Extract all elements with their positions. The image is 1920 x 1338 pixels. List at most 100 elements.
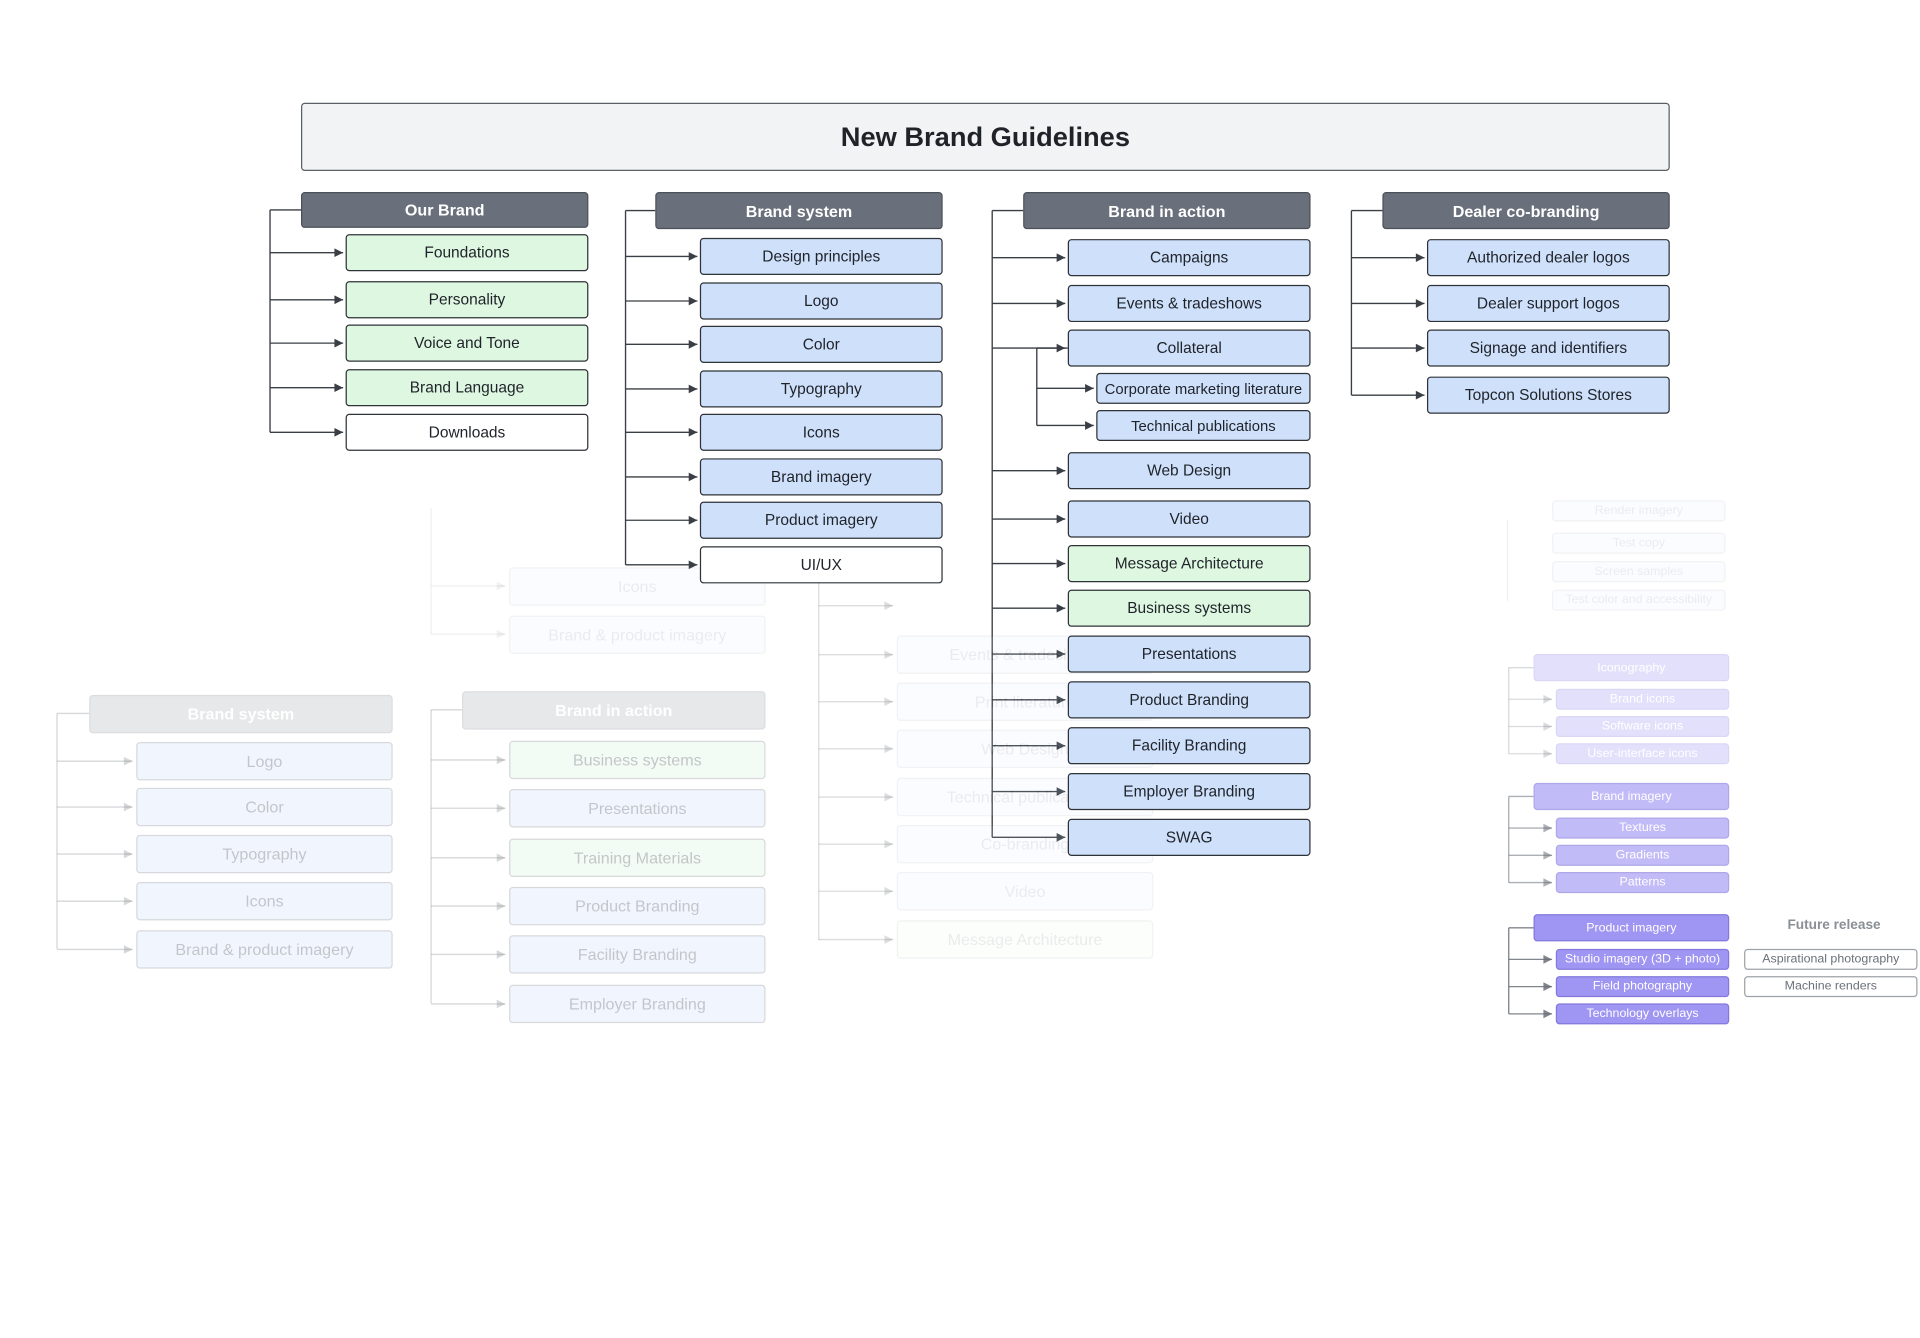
- node-campaigns[interactable]: Campaigns: [1067, 239, 1311, 277]
- node-authorized-dealer-logos[interactable]: Authorized dealer logos: [1426, 239, 1670, 277]
- faint-node-test-copy-label: Test copy: [1612, 536, 1665, 550]
- faint-node-web-design-label: Web Design: [981, 739, 1069, 759]
- node-facility-branding-label: Facility Branding: [1131, 737, 1247, 755]
- ghost-node-brand-product-imagery-label: Brand & product imagery: [175, 940, 354, 959]
- ghost-node-presentations-label: Presentations: [588, 798, 687, 818]
- node-employer-branding-label: Employer Branding: [1123, 782, 1255, 801]
- node-voice-and-tone[interactable]: Voice and Tone: [345, 324, 589, 362]
- node-corporate-marketing-literature[interactable]: Corporate marketing literature: [1096, 372, 1311, 404]
- ghost-header-brand-system-label: Brand system: [187, 704, 295, 724]
- faint-node-video: Video: [896, 872, 1154, 911]
- node-presentations-label: Presentations: [1141, 645, 1237, 663]
- node-personality-label: Personality: [428, 291, 506, 309]
- node-voice-and-tone-label: Voice and Tone: [414, 334, 520, 352]
- node-typography[interactable]: Typography: [699, 370, 943, 408]
- node-message-architecture[interactable]: Message Architecture: [1067, 545, 1311, 583]
- faint-node-brand-product-imagery: Brand & product imagery: [509, 615, 766, 655]
- node-logo-label: Logo: [804, 292, 839, 310]
- node-technical-publications[interactable]: Technical publications: [1096, 410, 1311, 441]
- ghost-header-brand-system: Brand system: [89, 694, 393, 734]
- subtree-node-studio-imagery-3d-photo: Studio imagery (3D + photo): [1555, 948, 1730, 970]
- faint-node-screen-samples: Screen samples: [1552, 561, 1726, 583]
- faint-node-events-tradeshows-label: Events & tradeshows: [949, 645, 1101, 664]
- ghost-node-icons-label: Icons: [245, 891, 284, 911]
- node-color[interactable]: Color: [699, 325, 943, 363]
- subtree-node-gradients-label: Gradients: [1615, 848, 1670, 863]
- node-business-systems[interactable]: Business systems: [1067, 589, 1311, 627]
- ghost-node-typography-label: Typography: [222, 844, 307, 864]
- faint-node-test-copy: Test copy: [1552, 532, 1726, 554]
- subtree-header-iconography: Iconography: [1533, 654, 1730, 682]
- node-swag[interactable]: SWAG: [1067, 818, 1311, 856]
- faint-node-screen-samples-label: Screen samples: [1594, 564, 1684, 579]
- future-node-label: Machine renders: [1784, 979, 1877, 994]
- ghost-node-presentations: Presentations: [509, 789, 766, 828]
- ghost-node-employer-branding-label: Employer Branding: [568, 994, 706, 1014]
- faint-node-render-imagery-label: Render imagery: [1594, 504, 1683, 518]
- column-header-brand-system: Brand system: [655, 191, 943, 230]
- subtree-header-iconography-label: Iconography: [1597, 660, 1666, 675]
- node-employer-branding[interactable]: Employer Branding: [1067, 772, 1311, 811]
- subtree-node-field-photography: Field photography: [1555, 976, 1730, 998]
- subtree-node-software-icons: Software icons: [1555, 715, 1730, 738]
- faint-node-icons-label: Icons: [618, 577, 657, 596]
- node-campaigns-label: Campaigns: [1149, 248, 1229, 267]
- subtree-header-product-imagery-label: Product imagery: [1586, 920, 1677, 935]
- node-collateral[interactable]: Collateral: [1067, 329, 1311, 367]
- column-header-brand-in-action-label: Brand in action: [1108, 201, 1226, 220]
- node-design-principles[interactable]: Design principles: [699, 237, 943, 275]
- node-product-branding[interactable]: Product Branding: [1067, 681, 1311, 719]
- node-presentations[interactable]: Presentations: [1067, 635, 1311, 673]
- column-header-dealer-co-branding-label: Dealer co-branding: [1452, 201, 1600, 220]
- node-icons[interactable]: Icons: [699, 413, 943, 451]
- column-header-our-brand: Our Brand: [301, 191, 589, 228]
- node-signage-and-identifiers[interactable]: Signage and identifiers: [1426, 329, 1670, 367]
- node-facility-branding[interactable]: Facility Branding: [1067, 727, 1311, 765]
- node-web-design[interactable]: Web Design: [1067, 452, 1311, 490]
- node-video[interactable]: Video: [1067, 500, 1311, 538]
- subtree-node-studio-imagery-3d-photo-label: Studio imagery (3D + photo): [1564, 952, 1721, 967]
- faint-node-print-literature-label: Print literature: [974, 692, 1076, 712]
- node-downloads[interactable]: Downloads: [345, 413, 589, 451]
- node-foundations[interactable]: Foundations: [345, 234, 589, 272]
- column-header-dealer-co-branding: Dealer co-branding: [1382, 191, 1670, 230]
- ghost-node-business-systems: Business systems: [509, 740, 766, 780]
- faint-node-render-imagery: Render imagery: [1552, 500, 1726, 522]
- ghost-node-brand-product-imagery: Brand & product imagery: [136, 930, 393, 969]
- node-brand-language[interactable]: Brand Language: [345, 369, 589, 407]
- faint-node-test-color-and-accessibility-label: Test color and accessibility: [1565, 593, 1713, 607]
- node-web-design-label: Web Design: [1147, 462, 1232, 480]
- node-product-imagery-label: Product imagery: [764, 511, 878, 529]
- subtree-node-technology-overlays: Technology overlays: [1555, 1003, 1730, 1025]
- node-logo[interactable]: Logo: [699, 282, 943, 320]
- node-dealer-support-logos[interactable]: Dealer support logos: [1426, 284, 1670, 323]
- ghost-node-facility-branding: Facility Branding: [509, 935, 766, 974]
- ghost-node-color-label: Color: [245, 797, 284, 817]
- ghost-header-brand-in-action: Brand in action: [462, 691, 766, 730]
- node-authorized-dealer-logos-label: Authorized dealer logos: [1467, 248, 1630, 267]
- node-dealer-support-logos-label: Dealer support logos: [1476, 294, 1620, 313]
- node-topcon-solutions-stores[interactable]: Topcon Solutions Stores: [1426, 376, 1670, 414]
- future-node-machine-renders: Machine renders: [1744, 976, 1918, 998]
- node-personality[interactable]: Personality: [345, 281, 589, 319]
- node-ui-ux[interactable]: UI/UX: [699, 546, 943, 584]
- faint-node-message-architecture-label: Message Architecture: [947, 930, 1103, 949]
- node-events-tradeshows[interactable]: Events & tradeshows: [1067, 284, 1311, 323]
- subtree-header-brand-imagery: Brand imagery: [1533, 782, 1730, 811]
- faint-node-brand-product-imagery-label: Brand & product imagery: [548, 625, 727, 645]
- ghost-node-employer-branding: Employer Branding: [509, 984, 766, 1024]
- ghost-node-logo-label: Logo: [246, 751, 283, 771]
- subtree-node-patterns: Patterns: [1555, 872, 1730, 894]
- node-product-imagery[interactable]: Product imagery: [699, 501, 943, 539]
- future-node-aspirational-photography: Aspirational photography: [1744, 948, 1918, 970]
- node-message-architecture-label: Message Architecture: [1114, 554, 1264, 573]
- faint-node-technical-publications-label: Technical publications: [946, 787, 1104, 807]
- node-brand-imagery[interactable]: Brand imagery: [699, 458, 943, 496]
- node-corporate-marketing-literature-label: Corporate marketing literature: [1104, 379, 1303, 398]
- node-collateral-label: Collateral: [1156, 339, 1222, 357]
- node-foundations-label: Foundations: [424, 244, 510, 262]
- ghost-node-product-branding: Product Branding: [509, 886, 766, 926]
